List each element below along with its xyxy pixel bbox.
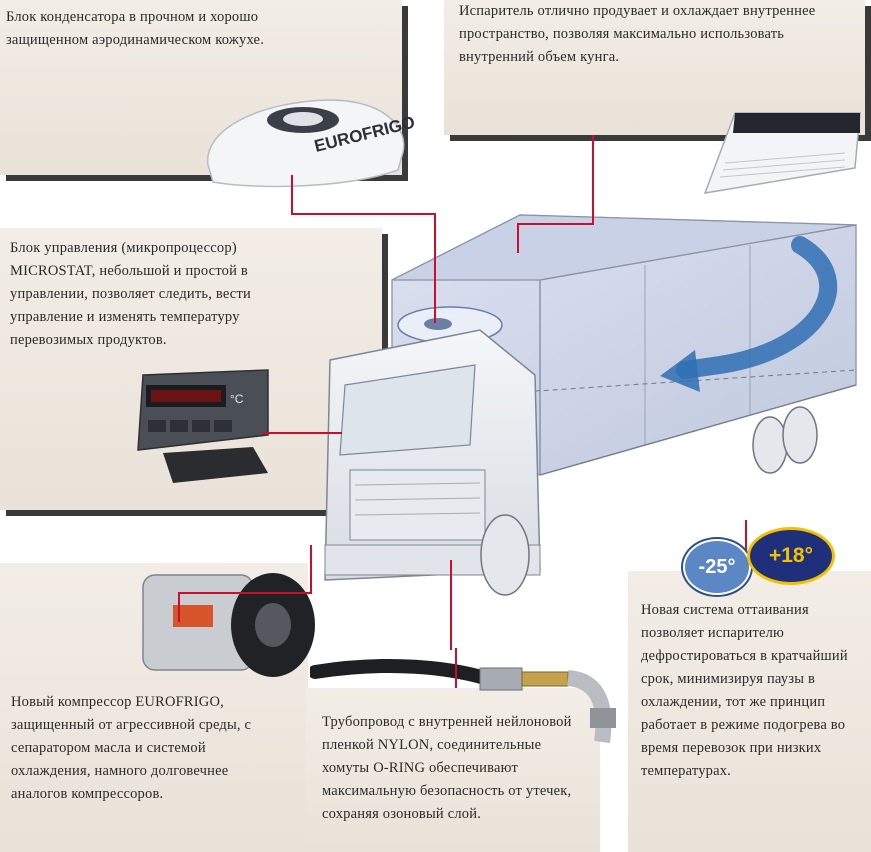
wire-defrost [745,520,747,570]
wheels [480,406,818,596]
wire-compressor-v2 [310,545,312,594]
warm-temperature: +18° [768,544,814,567]
piping-caption: Трубопровод с внутренней нейлоновой плен… [322,714,572,822]
compressor-image [142,573,315,677]
pipe-image [310,658,616,744]
wire-evaporator [592,135,594,225]
display-unit: °C [230,392,244,406]
condenser-caption: Блок конденсатора в прочном и хорошо защ… [6,9,265,48]
wire-control [262,432,342,434]
wire-condenser-h [291,213,436,215]
wire-evaporator-v2 [517,223,519,253]
compressor-caption: Новый компрессор EUROFRIGO, защищенный о… [11,694,252,802]
wire-evaporator-h [517,223,594,225]
wire-piping [455,648,457,688]
airflow-arrow [660,236,838,392]
wire-compressor-h [178,592,310,594]
truck-cab [324,329,541,581]
wire-condenser-v2 [434,213,436,323]
wire-compressor [178,592,180,622]
defrost-panel [628,571,871,852]
condenser-unit-image: EUROFRIGO [207,99,417,188]
piping-panel [306,688,600,852]
truck-illustration [324,214,857,596]
warm-temperature-badge: +18° [747,527,835,585]
microstat-controller-image: °C [137,369,269,483]
evaporator-unit-image [703,112,861,194]
cold-temperature-badge: -25° [683,539,751,595]
cold-temperature: -25° [698,555,736,578]
control-caption: Блок управления (микропроцессор) MICROST… [10,240,251,348]
evaporator-caption: Испаритель отлично продувает и охлаждает… [459,3,816,65]
defrost-caption: Новая система оттаивания позволяет испар… [641,602,848,779]
wire-piping-v2 [450,560,452,650]
wire-condenser [291,175,293,215]
